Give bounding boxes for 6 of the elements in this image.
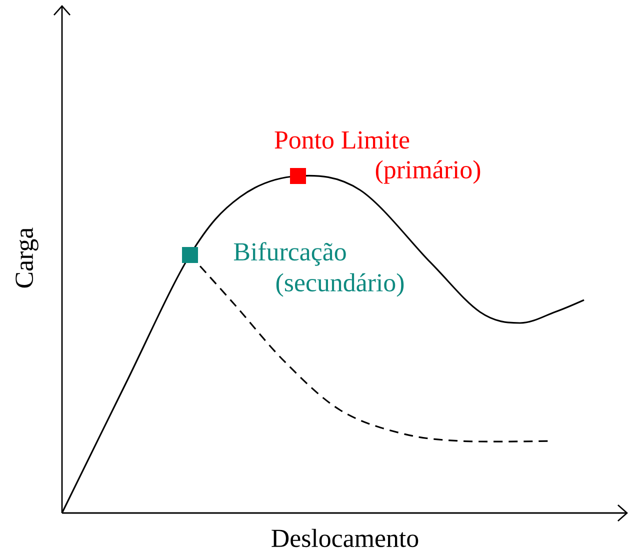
axis-label: Carga <box>16 228 38 288</box>
point-label: Bifurcação <box>234 242 346 266</box>
axis-label: Deslocamento <box>272 528 418 548</box>
point-label: (primário) <box>376 160 480 184</box>
point-label: Ponto Limite <box>274 131 410 149</box>
point-label: (secundário) <box>276 273 404 297</box>
